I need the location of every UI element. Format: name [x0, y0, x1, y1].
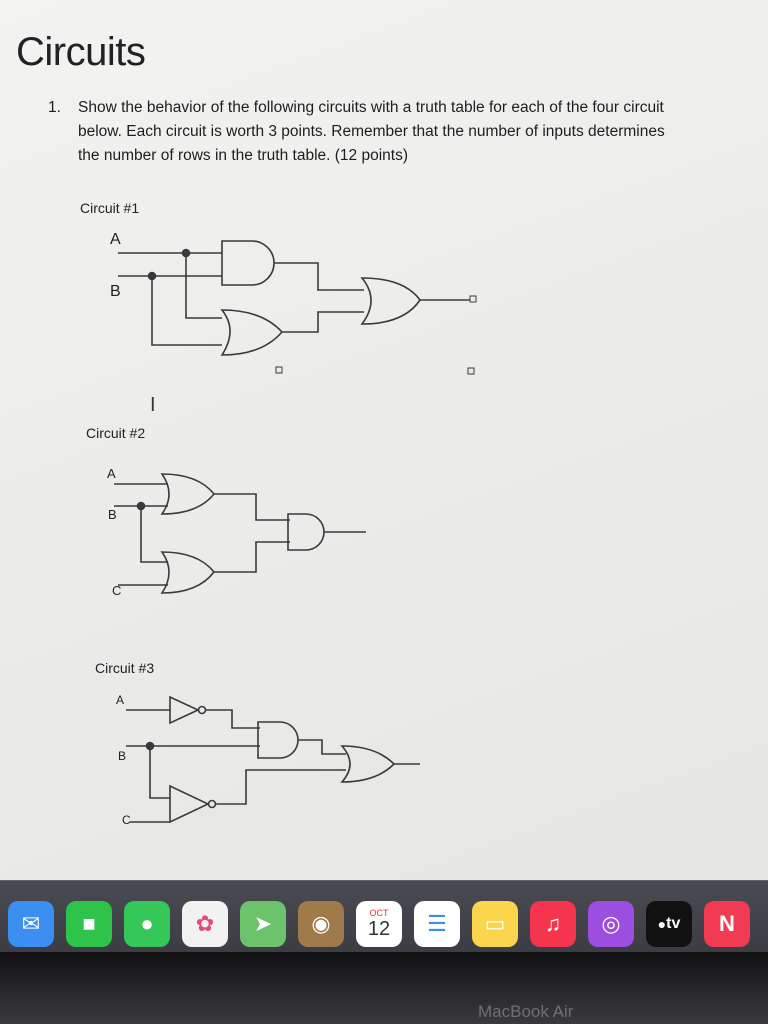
- wire: [214, 541, 290, 573]
- calendar-month: OCT: [369, 908, 389, 918]
- messages-icon[interactable]: ●: [124, 901, 170, 947]
- or-gate: [340, 745, 396, 783]
- junction-dot: [136, 501, 146, 511]
- circuit-1-input-b: B: [110, 283, 121, 300]
- music-icon[interactable]: ♫: [530, 901, 576, 947]
- inverter-bubble: [207, 799, 217, 809]
- circuit-3-label: Circuit #3: [95, 660, 155, 676]
- and-gate: [257, 721, 299, 759]
- apple-logo-icon: ●: [657, 916, 667, 932]
- wire: [298, 739, 346, 755]
- and-gate: [287, 513, 325, 551]
- question-line: Show the behavior of the following circu…: [78, 99, 664, 116]
- maps-icon[interactable]: ➤: [240, 901, 286, 947]
- tv-label: tv: [666, 915, 681, 932]
- reminders-icon[interactable]: ☰: [414, 901, 460, 947]
- wire: [216, 769, 346, 805]
- circuit-diagrams: [114, 240, 477, 824]
- circuit-1-label: Circuit #1: [80, 200, 140, 216]
- wire: [140, 506, 168, 563]
- podcasts-icon[interactable]: ◎: [588, 901, 634, 947]
- circuit-1-input-a: A: [110, 231, 121, 248]
- wire: [185, 253, 222, 319]
- junction-dot: [181, 248, 191, 258]
- wire: [282, 311, 364, 333]
- device-brand: MacBook Air: [478, 1002, 574, 1021]
- notes-icon[interactable]: ▭: [472, 901, 518, 947]
- circuit-2-input-b: B: [108, 507, 117, 522]
- facetime-icon[interactable]: ■: [66, 901, 112, 947]
- junction-dot: [145, 741, 155, 751]
- mail-icon[interactable]: ✉: [8, 901, 54, 947]
- circuit-3-input-a: A: [116, 693, 125, 707]
- junction-dot: [147, 271, 157, 281]
- circuit-2-label: Circuit #2: [86, 425, 146, 441]
- or-gate: [160, 473, 216, 515]
- question-line: the number of rows in the truth table. (…: [78, 147, 408, 164]
- wire: [214, 493, 290, 521]
- wire: [149, 746, 170, 799]
- page-title: Circuits: [16, 30, 146, 74]
- wire: [206, 709, 260, 729]
- question-line: below. Each circuit is worth 3 points. R…: [78, 123, 665, 140]
- circuit-3-input-b: B: [118, 749, 127, 763]
- wire: [274, 262, 364, 291]
- circuit-2-input-c: C: [112, 583, 122, 598]
- text-cursor-icon: I: [150, 394, 156, 416]
- laptop-bezel: [0, 952, 768, 1024]
- output-box: [469, 295, 477, 303]
- contacts-icon[interactable]: ◉: [298, 901, 344, 947]
- tv-icon[interactable]: ● tv: [646, 901, 692, 947]
- not-gate: [169, 695, 200, 725]
- not-gate: [169, 784, 210, 824]
- question-number: 1.: [48, 99, 61, 116]
- output-box: [467, 367, 475, 375]
- and-gate: [221, 240, 275, 286]
- document-screen: Circuits 1. Show the behavior of the fol…: [0, 0, 768, 880]
- circuit-2-input-a: A: [107, 466, 116, 481]
- or-gate: [360, 277, 421, 325]
- wire: [151, 276, 222, 346]
- dock: ✉ ■ ● ✿ ➤ ◉ OCT 12 ☰ ▭ ♫ ◎ ● tv N: [8, 896, 768, 952]
- circuit-2-diagram: [114, 473, 366, 594]
- or-gate: [160, 551, 216, 594]
- circuit-3-diagram: [126, 695, 420, 824]
- question-text: 1. Show the behavior of the following ci…: [48, 96, 768, 168]
- inverter-bubble: [197, 705, 207, 715]
- output-box: [275, 366, 283, 374]
- calendar-day: 12: [367, 918, 391, 940]
- or-gate: [220, 309, 284, 356]
- photos-icon[interactable]: ✿: [182, 901, 228, 947]
- news-icon[interactable]: N: [704, 901, 750, 947]
- circuit-1-diagram: [118, 240, 477, 375]
- circuit-3-input-c: C: [122, 813, 131, 827]
- calendar-icon[interactable]: OCT 12: [356, 901, 402, 947]
